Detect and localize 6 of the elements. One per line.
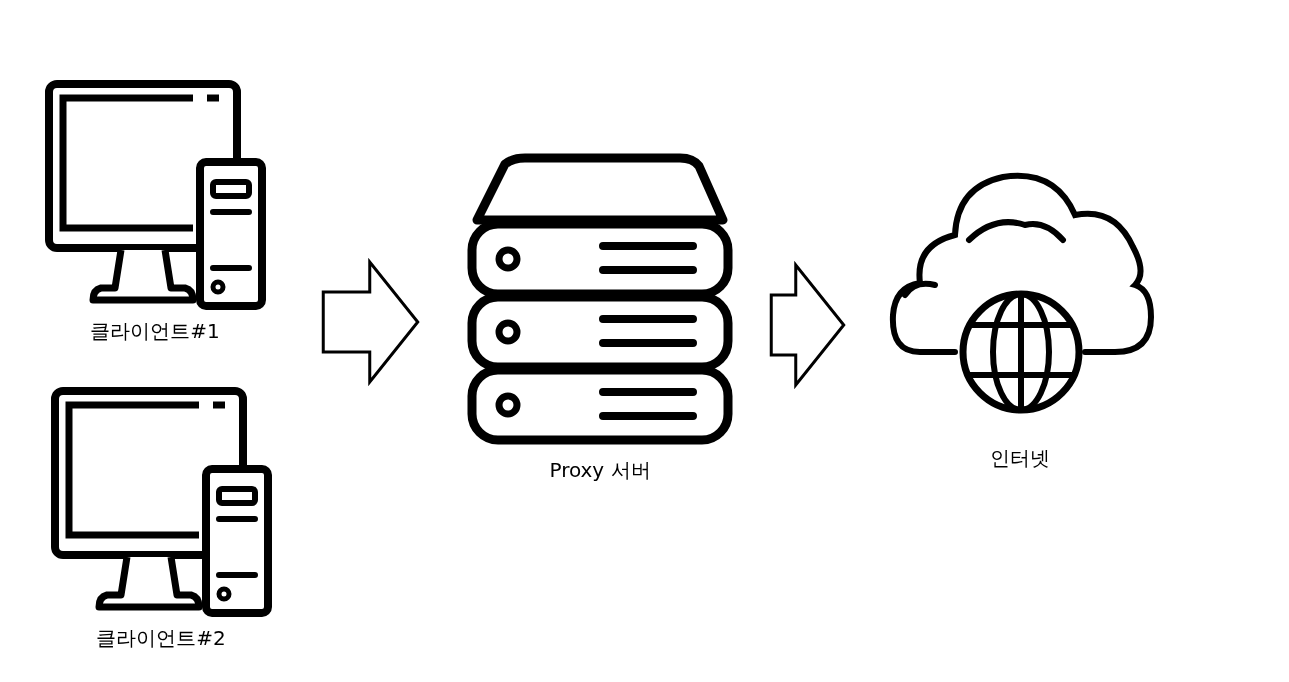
block-arrow <box>769 260 846 390</box>
node-label: 인터넷 <box>990 445 1050 472</box>
node-label: 클라이언트#1 <box>90 318 220 345</box>
block-arrow <box>321 257 420 387</box>
node-label: Proxy 서버 <box>549 457 651 484</box>
node-label: 클라이언트#2 <box>96 625 226 652</box>
